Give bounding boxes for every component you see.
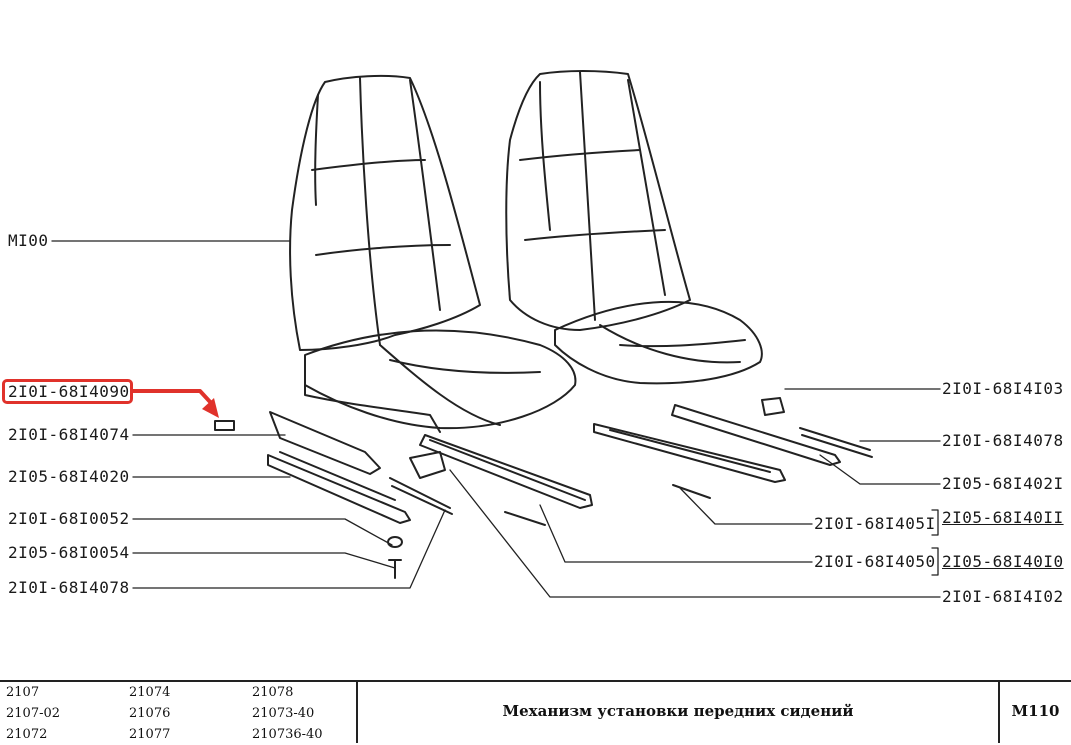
model-cell: 21077: [129, 727, 171, 742]
label-2105-6814021: 2I05-68I402I: [942, 474, 1064, 493]
model-cell: 21076: [129, 706, 171, 721]
diagram-code: M110: [1011, 702, 1060, 720]
label-2101-6814078-left: 2I0I-68I4078: [8, 578, 130, 597]
highlight-box: [2, 379, 133, 404]
right-seat-cushion: [554, 300, 763, 385]
left-seat-cushion: [304, 329, 577, 433]
label-2101-6814103: 2I0I-68I4I03: [942, 379, 1064, 398]
label-2101-6814078-right: 2I0I-68I4078: [942, 431, 1064, 450]
diagram-title: Механизм установки передних сидений: [502, 702, 854, 720]
model-cell: 21078: [252, 685, 294, 700]
title-block-divider: [998, 680, 1000, 743]
label-m100: MI00: [8, 231, 49, 250]
label-2101-6810052: 2I0I-68I0052: [8, 509, 130, 528]
model-cell: 2107: [6, 685, 40, 700]
model-cell: 21072: [6, 727, 48, 742]
title-block-divider: [356, 680, 358, 743]
model-cell: 21073-40: [252, 706, 315, 721]
label-2101-6814090: 2I0I-68I4090: [8, 382, 130, 401]
model-cell: 21074: [129, 685, 171, 700]
leader-lines: [51, 240, 941, 598]
label-2105-6814010: 2I05-68I40I0: [942, 552, 1064, 571]
label-2101-6814074: 2I0I-68I4074: [8, 425, 130, 444]
right-seat-back: [505, 70, 691, 331]
left-seat-back: [289, 74, 481, 351]
model-cell: 210736-40: [252, 727, 323, 742]
highlight-arrow: [131, 389, 219, 418]
model-cell: 2107-02: [6, 706, 61, 721]
right-rail-parts: [593, 397, 873, 499]
title-block: [0, 680, 1071, 745]
left-rail-parts: [214, 411, 593, 579]
label-2101-6814050: 2I0I-68I4050: [814, 552, 936, 571]
label-2105-6810054: 2I05-68I0054: [8, 543, 130, 562]
label-2101-6814102: 2I0I-68I4I02: [942, 587, 1064, 606]
label-2101-6814051: 2I0I-68I405I: [814, 514, 936, 533]
label-2105-6814020: 2I05-68I4020: [8, 467, 130, 486]
label-2105-6814011: 2I05-68I40II: [942, 508, 1064, 527]
